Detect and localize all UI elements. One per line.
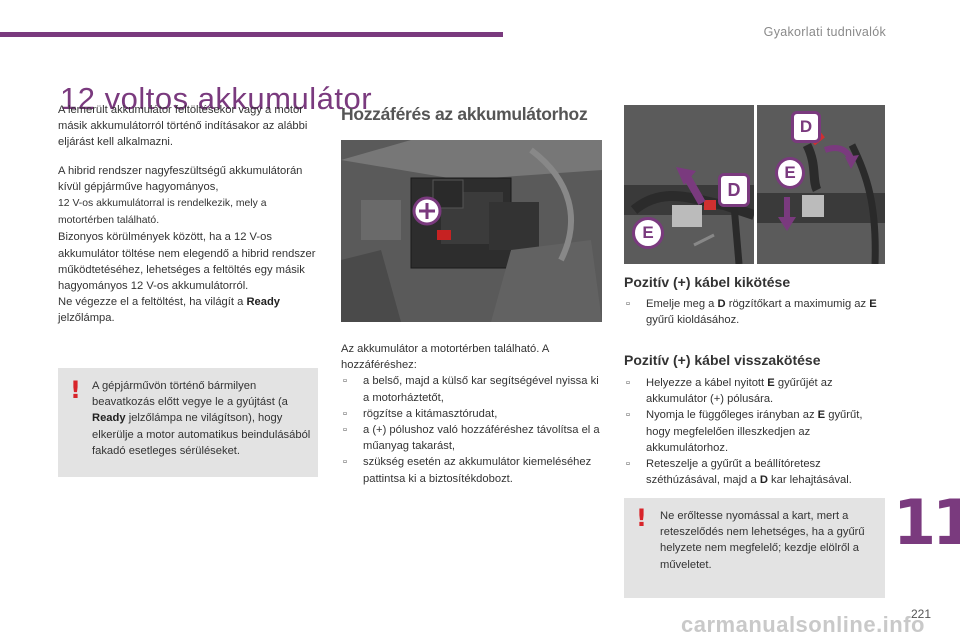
intro-column: A lemerült akkumulátor feltöltésekor vag… bbox=[58, 102, 320, 327]
list-item: a belső, majd a külső kar segítségével n… bbox=[341, 373, 606, 405]
chapter-number: 11 bbox=[893, 486, 960, 559]
label-e-badge: E bbox=[632, 217, 664, 249]
intro-text-c: Bizonyos körülmények között, ha a 12 V-o… bbox=[58, 231, 316, 293]
list-item: Emelje meg a D rögzítőkart a maximumig a… bbox=[624, 296, 886, 328]
intro-text-b: 12 V-os akkumulátorral is rendelkezik, m… bbox=[58, 198, 267, 227]
label-d-badge: D bbox=[791, 111, 821, 143]
reconnect-steps: Helyezze a kábel nyitott E gyűrűjét az a… bbox=[624, 375, 886, 488]
label-e-badge: E bbox=[775, 157, 805, 189]
reconnect-heading: Pozitív (+) kábel visszakötése bbox=[624, 352, 821, 368]
list-item: rögzítse a kitámasztórudat, bbox=[341, 406, 606, 422]
access-intro: Az akkumulátor a motortérben található. … bbox=[341, 343, 549, 372]
access-heading: Hozzáférés az akkumulátorhoz bbox=[341, 104, 588, 124]
ready-label: Ready bbox=[246, 296, 281, 309]
top-accent-bar bbox=[0, 32, 503, 37]
intro-text-d: Ne végezze el a feltöltést, ha világít a bbox=[58, 296, 247, 309]
cable-photo-unlock: D E bbox=[624, 105, 754, 264]
watermark: carmanualsonline.info bbox=[681, 612, 925, 637]
warning-icon: ! bbox=[636, 504, 647, 532]
section-header: Gyakorlati tudnivalók bbox=[763, 25, 886, 39]
intro-text-a: A hibrid rendszer nagyfeszültségű akkumu… bbox=[58, 164, 303, 193]
list-item: szükség esetén az akkumulátor kiemeléséh… bbox=[341, 454, 606, 486]
list-item: Nyomja le függőleges irányban az E gyűrű… bbox=[624, 407, 886, 456]
intro-paragraph-2: A hibrid rendszer nagyfeszültségű akkumu… bbox=[58, 164, 316, 325]
page-number: 221 bbox=[911, 607, 932, 621]
disconnect-heading: Pozitív (+) kábel kikötése bbox=[624, 274, 791, 290]
access-steps: a belső, majd a külső kar segítségével n… bbox=[341, 373, 606, 486]
page-title: 12 voltos akkumulátor bbox=[60, 80, 373, 116]
warning-box-ignition: ! A gépjárművön történő bármilyen beavat… bbox=[58, 368, 318, 477]
warning-icon: ! bbox=[70, 376, 81, 404]
list-item: a (+) pólushoz való hozzáféréshez távolí… bbox=[341, 422, 606, 454]
list-item: Helyezze a kábel nyitott E gyűrűjét az a… bbox=[624, 375, 886, 407]
warning-text: Ne erőltesse nyomással a kart, mert a re… bbox=[660, 510, 865, 571]
ready-label: Ready bbox=[92, 412, 126, 425]
warning-text: A gépjárművön történő bármilyen beavatko… bbox=[92, 380, 311, 457]
disconnect-steps: Emelje meg a D rögzítőkart a maximumig a… bbox=[624, 296, 886, 328]
warning-box-lever: ! Ne erőltesse nyomással a kart, mert a … bbox=[624, 498, 885, 598]
label-d-badge: D bbox=[718, 173, 750, 207]
cable-photo-lock: D E bbox=[757, 105, 885, 264]
list-item: Reteszelje a gyűrűt a beállítóretesz szé… bbox=[624, 456, 886, 488]
engine-bay-photo bbox=[341, 140, 602, 322]
intro-paragraph-1: A lemerült akkumulátor feltöltésekor vag… bbox=[58, 104, 308, 149]
access-instructions: Az akkumulátor a motortérben található. … bbox=[341, 341, 606, 487]
plus-terminal-icon bbox=[412, 196, 442, 226]
